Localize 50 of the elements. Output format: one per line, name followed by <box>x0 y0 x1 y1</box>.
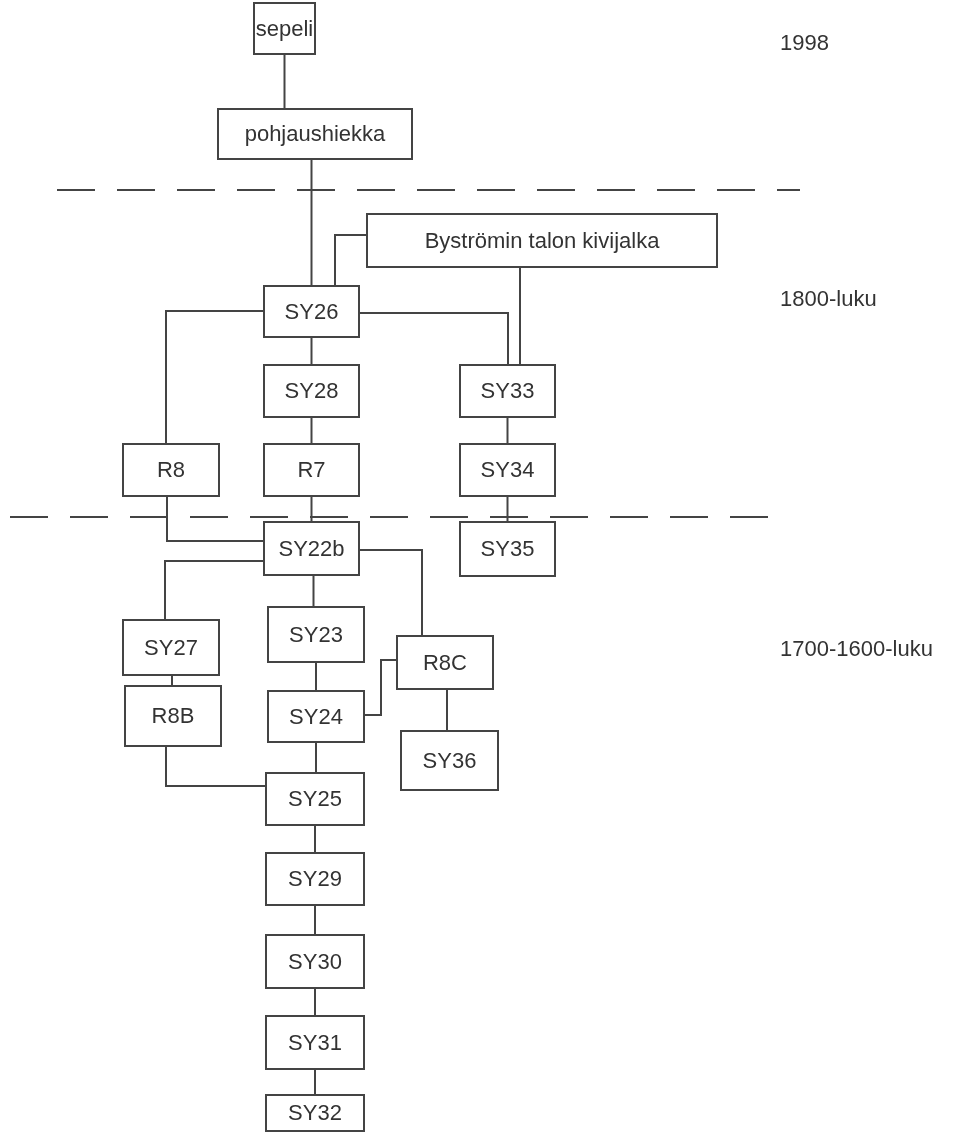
layer-box: SY30 <box>265 934 365 989</box>
layer-box: SY23 <box>267 606 365 663</box>
layer-box: SY36 <box>400 730 499 791</box>
layer-box: SY27 <box>122 619 220 676</box>
layer-box: SY33 <box>459 364 556 418</box>
connector-line <box>446 689 448 731</box>
connector-line <box>283 54 286 109</box>
connector-line <box>506 496 509 522</box>
layer-box: SY29 <box>265 852 365 906</box>
period-label: 1998 <box>780 30 829 56</box>
connector-line <box>314 988 316 1016</box>
layer-box: R8B <box>124 685 222 747</box>
layer-box: SY26 <box>263 285 360 338</box>
layer-box: SY24 <box>267 690 365 743</box>
connector-line <box>359 312 509 365</box>
layer-box: sepeli <box>253 2 316 55</box>
connector-line <box>519 267 521 365</box>
connector-line <box>314 825 316 853</box>
connector-line <box>314 905 316 935</box>
layer-box: SY31 <box>265 1015 365 1070</box>
layer-box: SY32 <box>265 1094 365 1132</box>
layer-box: SY25 <box>265 772 365 826</box>
layer-box: SY22b <box>263 521 360 576</box>
connector-line <box>310 496 313 522</box>
layer-box: pohjaushiekka <box>217 108 413 160</box>
connector-line <box>310 159 313 286</box>
period-label: 1700-1600-luku <box>780 636 933 662</box>
layer-box: R8 <box>122 443 220 497</box>
connector-line <box>171 675 173 686</box>
connector-line <box>506 417 509 444</box>
connector-line <box>165 746 266 787</box>
layer-box: SY35 <box>459 521 556 577</box>
connector-line <box>312 575 315 607</box>
connector-line <box>364 659 397 716</box>
connector-line <box>166 496 264 542</box>
layer-box: R8C <box>396 635 494 690</box>
period-label: 1800-luku <box>780 286 877 312</box>
layer-box: Byströmin talon kivijalka <box>366 213 718 268</box>
connector-line <box>165 310 264 444</box>
connector-line <box>359 549 423 636</box>
connector-line <box>310 337 313 365</box>
connector-line <box>315 662 317 691</box>
connector-line <box>334 234 367 286</box>
connector-line <box>314 1069 316 1095</box>
connector-line <box>310 417 313 444</box>
layer-box: R7 <box>263 443 360 497</box>
layer-box: SY28 <box>263 364 360 418</box>
connector-line <box>164 560 264 620</box>
layer-box: SY34 <box>459 443 556 497</box>
connector-line <box>315 742 317 773</box>
